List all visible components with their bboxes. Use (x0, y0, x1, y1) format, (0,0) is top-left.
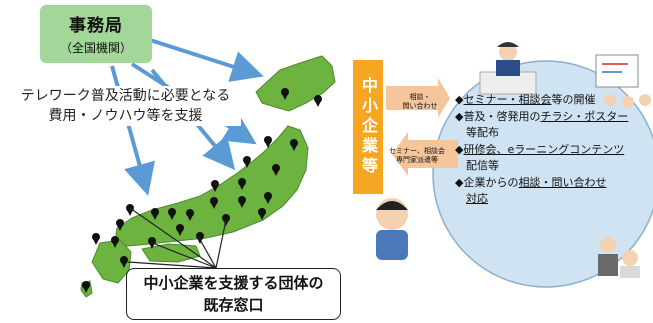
activity-continuation: 配信等 (466, 159, 499, 172)
consult-arrow-label: 相談・ 問い合わせ (394, 93, 446, 111)
dispatch-arrow-label: セミナー、相談会 専門家派遣等 (383, 147, 451, 165)
map-pin (120, 256, 128, 268)
map-pin (92, 233, 100, 245)
map-pin (238, 196, 246, 208)
consultant-illustration (479, 42, 537, 95)
map-pin (168, 208, 176, 220)
map-pin (238, 178, 246, 190)
sme-label-box: 中小企業等 (353, 60, 383, 194)
support-line-1: テレワーク普及活動に必要となる (20, 88, 231, 104)
dispatch-label-line-1: セミナー、相談会 (389, 147, 445, 155)
support-line-2: 費用・ノウハウ等を支援 (48, 108, 203, 124)
activity-highlight: セミナー・相談会 (463, 93, 552, 106)
activity-list: ◆セミナー・相談会等の開催 ◆普及・啓発用のチラシ・ポスター等配布 ◆研修会、e… (455, 92, 645, 208)
activity-text: 企業からの (463, 176, 519, 189)
support-description: テレワーク普及活動に必要となる 費用・ノウハウ等を支援 (10, 86, 241, 126)
map-pin (314, 95, 322, 107)
bullet: ◆ (455, 143, 464, 156)
dispatch-label-line-2: 専門家派遣等 (396, 156, 438, 164)
activity-text: 等の開催 (551, 93, 596, 106)
bullet: ◆ (455, 93, 464, 106)
consult-label-line-1: 相談・ (409, 93, 431, 101)
consult-label-line-2: 問い合わせ (402, 102, 438, 110)
map-pin (272, 164, 280, 176)
activity-item: ◆普及・啓発用のチラシ・ポスター等配布 (455, 109, 645, 141)
activity-item: ◆企業からの相談・問い合わせ対応 (455, 175, 645, 207)
bullet: ◆ (455, 176, 464, 189)
map-pin (243, 156, 251, 168)
activity-item: ◆セミナー・相談会等の開催 (455, 92, 645, 108)
location-pins (82, 88, 322, 293)
activity-highlight: 相談・問い合わせ (518, 176, 607, 189)
consultation-illustration (598, 237, 640, 278)
group-connectors (127, 207, 227, 269)
map-pin (196, 232, 204, 244)
activity-highlight: 研修会、eラーニングコンテンツ (463, 143, 625, 156)
groups-line-1: 中小企業を支援する団体の (143, 274, 324, 292)
map-pin (82, 281, 90, 293)
worried-person-illustration (376, 198, 408, 260)
map-pin (151, 208, 159, 220)
map-pin (264, 192, 272, 204)
activity-continuation: 等配布 (466, 126, 499, 139)
headquarters-subtitle: （全国機関） (59, 41, 132, 55)
bullet: ◆ (455, 110, 464, 123)
map-pin (211, 180, 219, 192)
headquarters-box: 事務局 （全国機関） (40, 5, 152, 63)
activity-highlight: チラシ・ポスター (540, 110, 629, 123)
map-pin (290, 139, 298, 151)
support-groups-box: 中小企業を支援する団体の 既存窓口 (126, 268, 341, 320)
map-pin (258, 208, 266, 220)
seminar-illustration (595, 54, 651, 108)
headquarters-title: 事務局 (69, 16, 123, 36)
map-pin (186, 209, 194, 221)
map-pin (176, 224, 184, 236)
map-pin (116, 219, 124, 231)
map-pin (111, 236, 119, 248)
consult-arrow (386, 78, 450, 118)
activity-continuation: 対応 (466, 192, 488, 205)
activity-text: 普及・啓発用の (463, 110, 541, 123)
support-circle (432, 60, 653, 288)
dispatch-arrow (392, 132, 458, 176)
groups-line-2: 既存窓口 (203, 296, 264, 314)
map-pin (210, 197, 218, 209)
map-pin (264, 136, 272, 148)
map-pin (222, 214, 230, 226)
activity-item: ◆研修会、eラーニングコンテンツ配信等 (455, 142, 645, 174)
map-pin (281, 88, 289, 100)
